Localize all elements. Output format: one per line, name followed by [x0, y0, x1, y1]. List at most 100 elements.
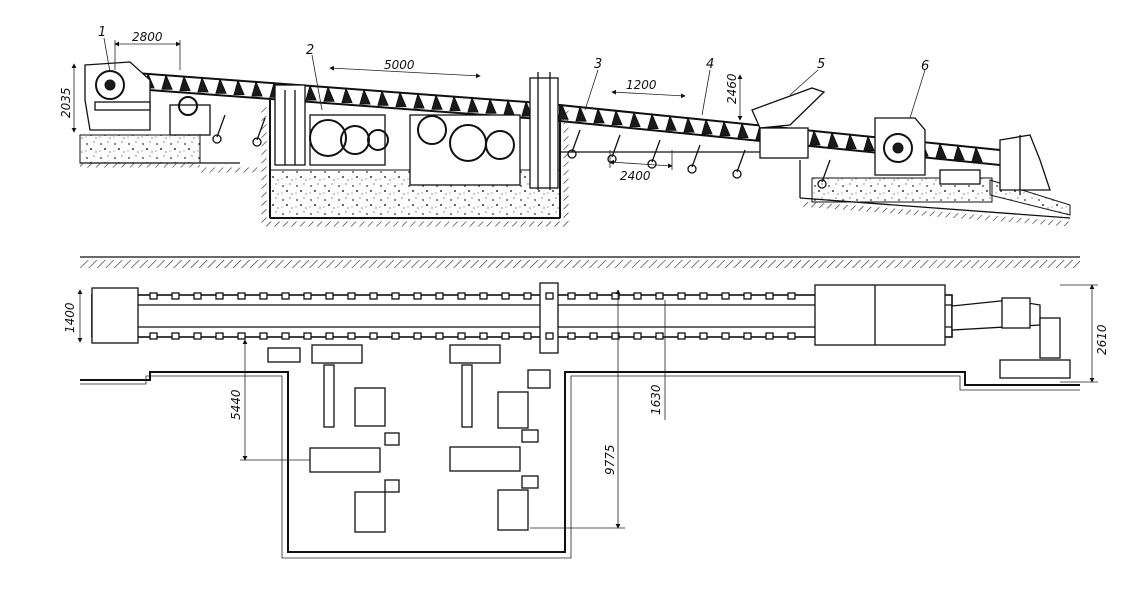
flight: [467, 96, 479, 113]
support-roller: [252, 137, 262, 147]
flight: [449, 95, 461, 112]
cleat: [413, 332, 422, 340]
cleat: [413, 292, 422, 300]
cleat: [325, 332, 334, 340]
cleat: [765, 332, 774, 340]
drive-station-1: [84, 61, 211, 136]
dim-5000: 5000: [384, 58, 415, 72]
cleat: [347, 332, 356, 340]
flight: [359, 88, 371, 105]
cleat: [479, 292, 488, 300]
dim-2400: 2400: [620, 169, 651, 183]
ground-slope: [560, 151, 1071, 227]
support-roller: [817, 179, 827, 189]
cleat: [523, 332, 532, 340]
flight: [197, 76, 209, 93]
flight: [683, 116, 695, 133]
support-leg: [256, 117, 266, 141]
cleat: [787, 332, 796, 340]
cleat: [721, 292, 730, 300]
flight: [737, 122, 749, 139]
plan-drive-tail: [999, 297, 1071, 379]
support-roller: [567, 149, 577, 159]
cleat: [303, 292, 312, 300]
cleat: [281, 332, 290, 340]
flight: [719, 120, 731, 137]
plan-pit: [80, 371, 1080, 559]
cleat: [677, 292, 686, 300]
flight: [215, 77, 227, 94]
drive-station-6: [874, 117, 1051, 195]
cleat: [479, 332, 488, 340]
support-leg: [216, 114, 226, 138]
cleat: [787, 292, 796, 300]
cleat: [215, 332, 224, 340]
callout-labels: 1 2 3 4 5 6: [98, 25, 929, 74]
support-roller: [212, 134, 222, 144]
flight: [305, 84, 317, 101]
cleat: [171, 332, 180, 340]
cleat: [391, 332, 400, 340]
flight: [809, 129, 821, 146]
flight: [413, 92, 425, 109]
flight: [611, 109, 623, 126]
callout-4: 4: [706, 57, 714, 72]
cleat: [237, 332, 246, 340]
loading-hopper-5: [751, 87, 826, 159]
flight: [629, 111, 641, 128]
cleat: [457, 292, 466, 300]
cleat: [545, 332, 554, 340]
flight: [161, 73, 173, 90]
cleat: [633, 292, 642, 300]
flight: [647, 112, 659, 129]
cleat: [633, 332, 642, 340]
section-separator: [80, 256, 1080, 268]
callout-6: 6: [921, 59, 929, 74]
flight: [503, 99, 515, 116]
cleat: [523, 292, 532, 300]
support-leg: [571, 129, 581, 153]
flight: [233, 79, 245, 96]
cleat: [589, 292, 598, 300]
cleat: [259, 332, 268, 340]
flight: [395, 91, 407, 108]
drive-station-2: [274, 72, 559, 190]
cleat: [721, 332, 730, 340]
flight: [575, 105, 587, 122]
elevation-view: [71, 37, 1071, 227]
dim-1630: 1630: [649, 384, 663, 415]
dim-1200: 1200: [626, 78, 657, 92]
cleat: [457, 332, 466, 340]
cleat: [699, 332, 708, 340]
cleat: [171, 292, 180, 300]
cleat: [149, 332, 158, 340]
callout-leaders: [103, 37, 926, 119]
support-leg: [736, 149, 746, 173]
dim-2035: 2035: [59, 87, 73, 118]
cleat: [567, 292, 576, 300]
flight: [971, 146, 983, 163]
cleat: [655, 332, 664, 340]
foundation-left: [79, 134, 201, 168]
cleat: [545, 292, 554, 300]
cleat: [259, 292, 268, 300]
plan-drive-left: [267, 344, 400, 533]
flight: [845, 133, 857, 150]
plan-view: [77, 282, 1098, 559]
cleat: [677, 332, 686, 340]
callout-3: 3: [594, 57, 602, 72]
support-roller: [687, 164, 697, 174]
callout-2: 2: [306, 43, 314, 58]
support-leg: [611, 134, 621, 158]
cleat: [281, 292, 290, 300]
support-leg: [821, 159, 831, 183]
plan-dimensions: [77, 284, 1098, 529]
support-leg: [691, 144, 701, 168]
cleat: [699, 292, 708, 300]
flight: [953, 144, 965, 161]
plan-drive-right: [449, 344, 551, 531]
flight: [341, 87, 353, 104]
callout-1: 1: [98, 25, 106, 40]
elev-dimensions: [71, 40, 743, 170]
cleat: [567, 332, 576, 340]
